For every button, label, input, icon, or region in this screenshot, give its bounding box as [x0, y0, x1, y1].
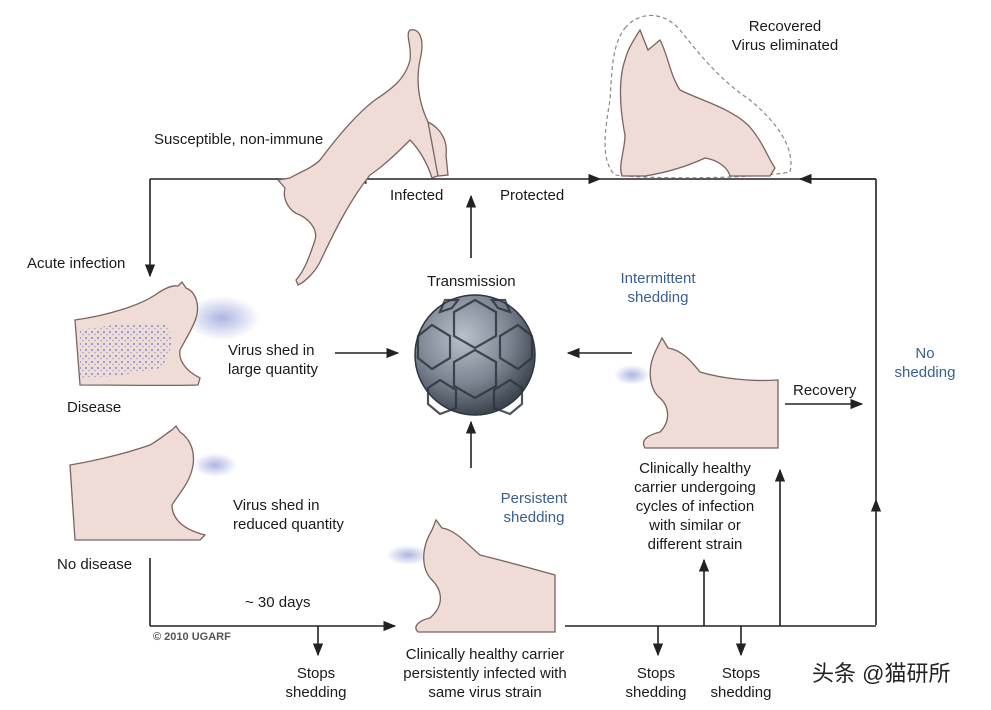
label-carrier-persist-line2: persistently infected with [403, 665, 567, 682]
label-stops-a-line2: shedding [285, 684, 347, 701]
label-persistent-line1: Persistent [500, 490, 568, 507]
virion-illustration [414, 294, 536, 416]
cat-disease-illustration [74, 280, 260, 387]
label-stops-b-line2: shedding [625, 684, 687, 701]
label-virus-shed-large: Virus shed in large quantity [228, 341, 318, 379]
label-no-shedding: No shedding [885, 344, 965, 382]
label-virus-large-line2: large quantity [228, 361, 319, 378]
label-carrier-cycles-line3: cycles of infection [635, 498, 755, 515]
label-susceptible: Susceptible, non-immune [154, 131, 324, 148]
label-recovered-line1: Recovered [748, 18, 822, 35]
label-recovered-line2: Virus eliminated [731, 37, 839, 54]
label-stops-shedding-c: Stops shedding [701, 664, 781, 702]
label-intermittent-line1: Intermittent [620, 270, 696, 287]
label-no-shedding-line1: No [915, 345, 935, 362]
label-virus-reduced-line2: reduced quantity [233, 516, 344, 533]
label-transmission: Transmission [427, 273, 516, 290]
cat-intermittent-carrier-illustration [614, 336, 779, 449]
watermark: 头条 @猫研所 [812, 661, 951, 686]
label-recovery: Recovery [793, 382, 857, 399]
label-no-disease: No disease [57, 556, 133, 573]
label-protected: Protected [500, 187, 565, 204]
label-intermittent-line2: shedding [627, 289, 689, 306]
label-stops-c-line2: shedding [710, 684, 772, 701]
label-copyright: © 2010 UGARF [153, 631, 231, 643]
label-carrier-persist-line3: same virus strain [428, 684, 542, 701]
label-virus-reduced-line1: Virus shed in [233, 497, 320, 514]
label-recovered: Recovered Virus eliminated [720, 17, 850, 55]
label-intermittent-shedding: Intermittent shedding [608, 269, 708, 307]
label-carrier-persistent: Clinically healthy carrier persistently … [380, 645, 590, 702]
label-30-days: ~ 30 days [245, 594, 311, 611]
label-carrier-persist-line1: Clinically healthy carrier [405, 646, 565, 663]
label-persistent-line2: shedding [503, 509, 565, 526]
label-infected: Infected [390, 187, 444, 204]
label-persistent-shedding: Persistent shedding [484, 489, 584, 527]
cat-recovered-illustration [604, 14, 792, 179]
cat-persistent-carrier-illustration [386, 518, 556, 633]
label-stops-a-line1: Stops [296, 665, 336, 682]
label-carrier-cycles-line1: Clinically healthy [639, 460, 751, 477]
label-stops-shedding-a: Stops shedding [276, 664, 356, 702]
label-no-shedding-line2: shedding [894, 364, 956, 381]
cat-susceptible-illustration [276, 29, 449, 286]
label-carrier-cycles-line2: carrier undergoing [634, 479, 756, 496]
label-stops-shedding-b: Stops shedding [616, 664, 696, 702]
label-carrier-cycles-line5: different strain [647, 536, 743, 553]
label-virus-shed-reduced: Virus shed in reduced quantity [233, 496, 344, 534]
flow-lines [144, 173, 882, 657]
label-stops-c-line1: Stops [721, 665, 761, 682]
label-carrier-cycles: Clinically healthy carrier undergoing cy… [620, 459, 770, 554]
cat-no-disease-illustration [69, 424, 237, 541]
label-acute-infection: Acute infection [27, 255, 126, 272]
label-carrier-cycles-line4: with similar or [649, 517, 741, 534]
label-disease: Disease [67, 399, 122, 416]
label-virus-large-line1: Virus shed in [228, 342, 315, 359]
label-stops-b-line1: Stops [636, 665, 676, 682]
